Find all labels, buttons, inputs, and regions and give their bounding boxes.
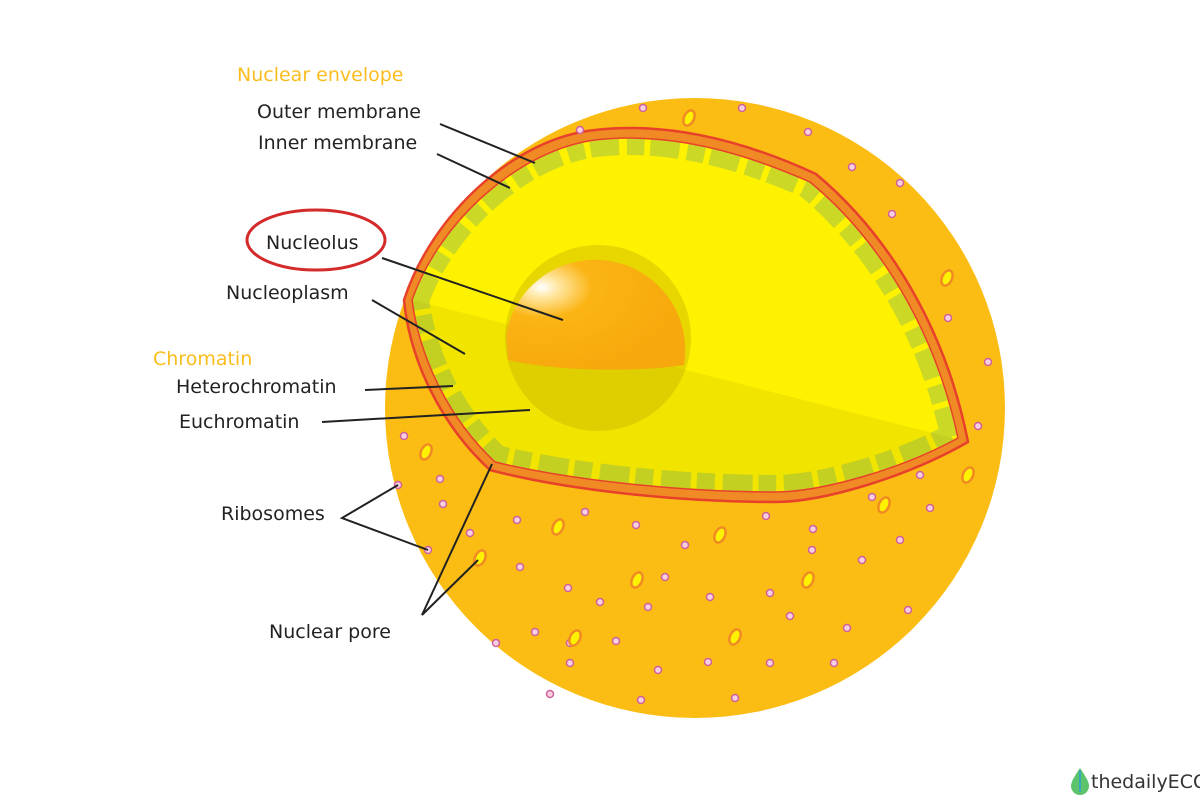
ribosome <box>399 431 409 441</box>
ribosome <box>703 657 713 667</box>
leader-heterochromatin <box>364 385 454 391</box>
ribosome <box>530 627 540 637</box>
ribosome <box>915 470 925 480</box>
nuclear-pore <box>801 571 815 589</box>
ribosome <box>895 178 905 188</box>
ribosome <box>563 583 573 593</box>
nuclear-pore <box>713 526 727 544</box>
leader-lines <box>321 123 564 616</box>
ribosome <box>807 545 817 555</box>
ribosome <box>565 658 575 668</box>
ribosome <box>803 127 813 137</box>
nuclear-pore <box>568 629 582 647</box>
label-nucleolus: Nucleolus <box>266 232 359 254</box>
ribosome <box>829 658 839 668</box>
logo: thedailyECO <box>1071 768 1200 795</box>
ribosome <box>737 103 747 113</box>
ribosome <box>765 658 775 668</box>
ribosome <box>638 103 648 113</box>
ribosome <box>545 689 555 699</box>
label-inner-membrane: Inner membrane <box>258 132 417 154</box>
ribosome <box>895 535 905 545</box>
ribosome <box>611 636 621 646</box>
label-nucleoplasm: Nucleoplasm <box>226 282 349 304</box>
ribosome <box>761 511 771 521</box>
nuclear-pore <box>630 571 644 589</box>
ribosome <box>435 474 445 484</box>
ribosome <box>925 503 935 513</box>
leader-inner-membrane <box>436 153 511 189</box>
ribosome <box>680 540 690 550</box>
leader-outer-membrane <box>439 123 536 164</box>
ribosome <box>808 524 818 534</box>
ribosome <box>983 357 993 367</box>
ribosome <box>847 162 857 172</box>
ribosome <box>580 507 590 517</box>
leader-euchromatin <box>321 409 531 423</box>
ribosome <box>765 588 775 598</box>
leader-nuclear-pore <box>421 463 493 616</box>
ribosome <box>595 597 605 607</box>
label-chromatin: Chromatin <box>153 348 252 370</box>
leader-nucleolus <box>381 257 564 321</box>
label-heterochromatin: Heterochromatin <box>176 376 337 398</box>
ribosome <box>730 693 740 703</box>
label-euchromatin: Euchromatin <box>179 411 299 433</box>
pore-group <box>419 109 975 647</box>
ribosome <box>491 638 501 648</box>
nuclear-pore <box>419 443 433 461</box>
leader-nucleoplasm <box>371 299 466 355</box>
ribosome <box>842 623 852 633</box>
ribosome <box>636 695 646 705</box>
nucleolus-highlight-ring <box>245 208 387 272</box>
inner-membrane <box>411 137 959 493</box>
label-nuclear-envelope: Nuclear envelope <box>237 64 403 86</box>
nuclear-pore <box>728 628 742 646</box>
ribosome <box>653 665 663 675</box>
ribosome <box>515 562 525 572</box>
ribosome <box>465 528 475 538</box>
ribosome <box>705 592 715 602</box>
label-nuclear-pore: Nuclear pore <box>269 621 391 643</box>
logo-text: thedailyECO <box>1091 771 1200 793</box>
ribosome <box>438 499 448 509</box>
ribosome <box>512 515 522 525</box>
nuclear-pore <box>877 496 891 514</box>
label-ribosomes: Ribosomes <box>221 503 325 525</box>
label-outer-membrane: Outer membrane <box>257 101 421 123</box>
ribosome <box>575 125 585 135</box>
ribosome <box>785 611 795 621</box>
ribosome <box>643 602 653 612</box>
nuclear-pore <box>961 466 975 484</box>
ribosome <box>943 313 953 323</box>
ribosome <box>867 492 877 502</box>
ribosome-group <box>393 103 993 705</box>
nucleolus <box>506 259 686 370</box>
ribosome <box>857 555 867 565</box>
ribosome <box>903 605 913 615</box>
ribosome <box>631 520 641 530</box>
leader-ribosomes <box>339 484 429 551</box>
nuclear-pore <box>551 518 565 536</box>
ribosome <box>887 209 897 219</box>
ribosome <box>660 572 670 582</box>
nuclear-pore <box>940 269 954 287</box>
nuclear-pore <box>682 109 696 127</box>
ribosome <box>973 421 983 431</box>
